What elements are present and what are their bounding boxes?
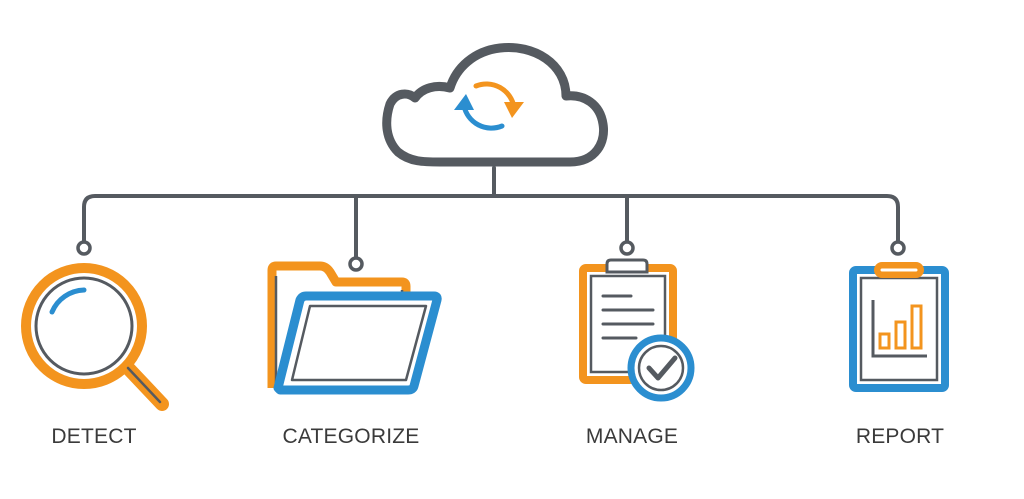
connector-node-manage	[619, 240, 635, 256]
step-label-detect: DETECT	[51, 425, 137, 448]
cloud-sync-icon	[382, 43, 609, 167]
connector-node-detect	[76, 240, 92, 256]
magnifier-icon	[21, 263, 169, 411]
connector-node-categorize	[348, 256, 364, 272]
sync-arrow-orange	[473, 81, 517, 110]
connector-lines	[82, 166, 900, 246]
sync-arrow-blue	[461, 103, 505, 131]
step-label-manage: MANAGE	[585, 425, 679, 448]
clipboard-check-icon	[579, 258, 695, 402]
connector-nodes	[76, 240, 906, 272]
step-label-categorize: CATEGORIZE	[282, 425, 420, 448]
clipboard-chart-icon	[849, 262, 949, 392]
folder-icon	[267, 261, 442, 395]
connector-node-report	[890, 240, 906, 256]
step-label-report: REPORT	[855, 425, 945, 448]
